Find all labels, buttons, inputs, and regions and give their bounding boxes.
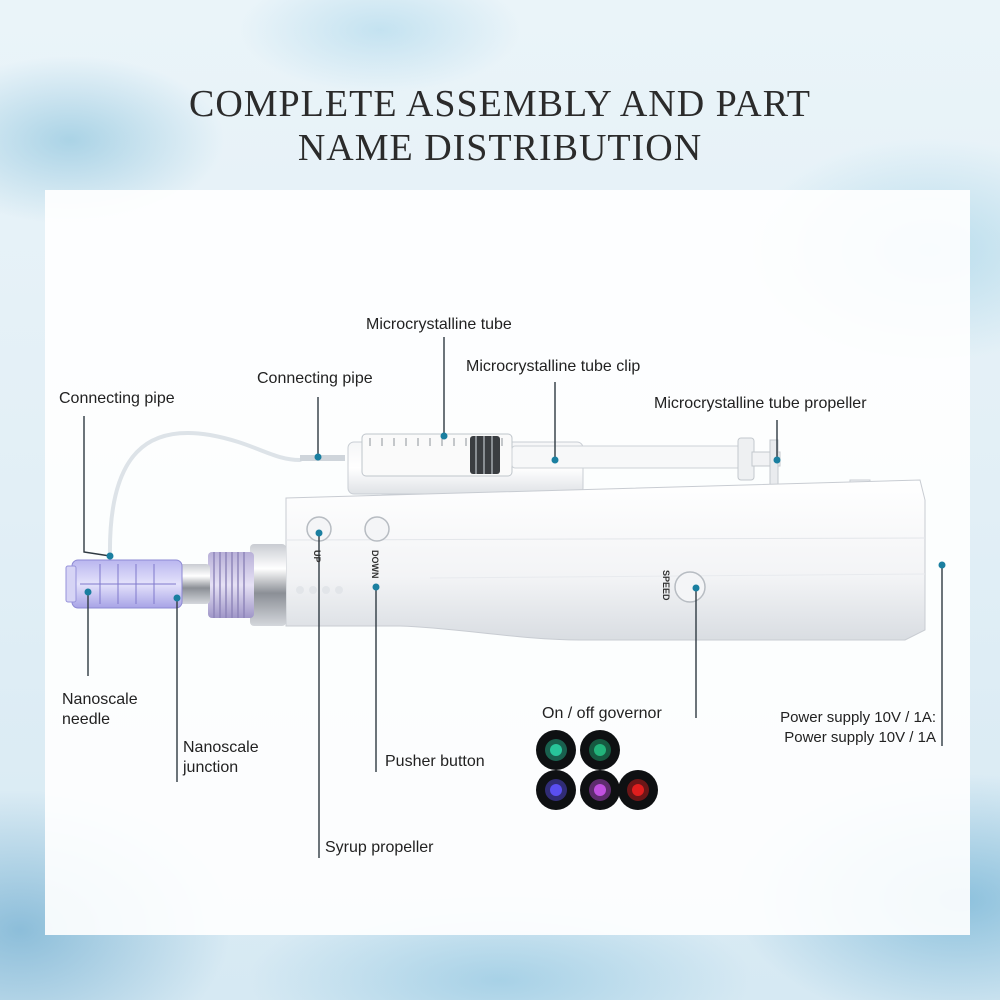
leader-connecting-pipe-left (83, 416, 111, 557)
label-power-supply-line1: Power supply 10V / 1A: (780, 709, 936, 726)
speed-label: SPEED (661, 570, 671, 601)
down-button (364, 516, 390, 542)
label-on-off-governor: On / off governor (542, 705, 662, 722)
speed-button (674, 571, 706, 603)
up-label: UP (312, 550, 322, 563)
governor-leds (536, 730, 658, 810)
title-line-2: NAME DISTRIBUTION (297, 127, 703, 169)
label-nanoscale-junction-line2: junction (183, 759, 239, 776)
connecting-pipe-tube (107, 430, 302, 560)
device-body (285, 479, 926, 641)
page-title: COMPLETE ASSEMBLY AND PART NAME DISTRIBU… (0, 82, 1000, 170)
label-connecting-pipe-left: Connecting pipe (59, 390, 175, 407)
label-syrup-propeller: Syrup propeller (325, 839, 434, 856)
label-power-supply-line2: Power supply 10V / 1A (784, 729, 936, 746)
label-nanoscale-junction: Nanoscale junction (183, 738, 259, 778)
governor-led (550, 744, 562, 756)
label-nanoscale-junction-line1: Nanoscale (183, 739, 259, 756)
label-microcrystalline-tube-propeller: Microcrystalline tube propeller (654, 395, 867, 412)
needle-assembly (65, 544, 286, 626)
governor-led (632, 784, 644, 796)
label-connecting-pipe-top: Connecting pipe (257, 370, 373, 387)
leader-dots (84, 432, 946, 602)
governor-led (550, 784, 562, 796)
syringe (347, 433, 871, 499)
label-pusher-button: Pusher button (385, 753, 485, 770)
title-line-1: COMPLETE ASSEMBLY AND PART (188, 83, 812, 125)
label-power-supply: Power supply 10V / 1A: Power supply 10V … (780, 708, 936, 748)
governor-led (594, 744, 606, 756)
label-nanoscale-needle: Nanoscale needle (62, 690, 138, 730)
leader-lines (83, 337, 943, 858)
label-microcrystalline-tube-clip: Microcrystalline tube clip (466, 358, 641, 375)
label-nanoscale-needle-line1: Nanoscale (62, 691, 138, 708)
down-label: DOWN (370, 550, 380, 579)
label-nanoscale-needle-line2: needle (62, 711, 111, 728)
governor-led (594, 784, 606, 796)
label-microcrystalline-tube: Microcrystalline tube (366, 316, 512, 333)
